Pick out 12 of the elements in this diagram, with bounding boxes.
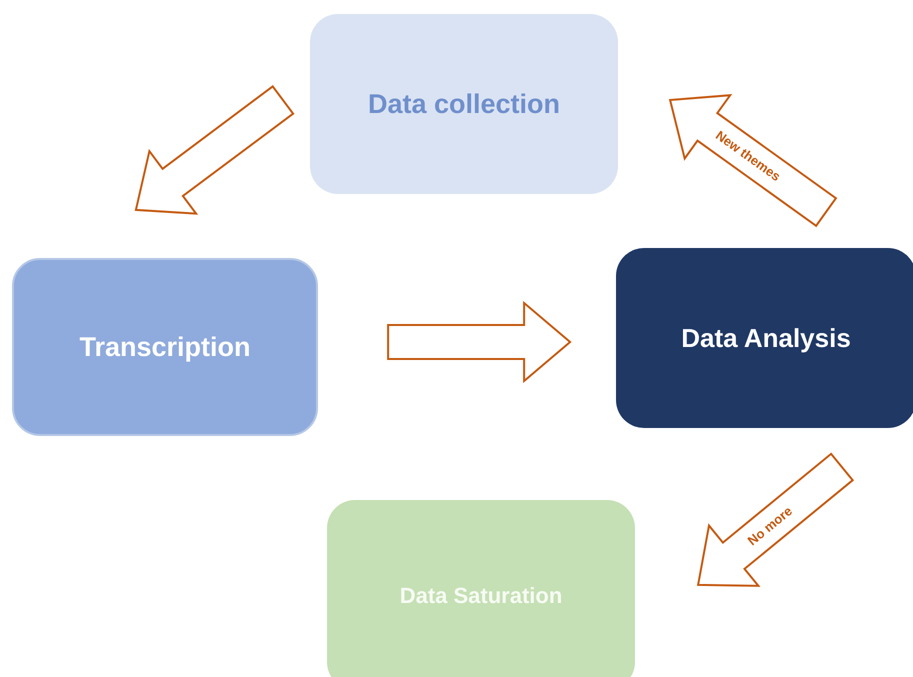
block-arrow (668, 94, 838, 228)
block-arrow (134, 85, 294, 215)
box-label: Data collection (368, 88, 560, 121)
process-box (616, 248, 913, 428)
process-box (310, 14, 618, 194)
block-arrow (387, 300, 572, 384)
box-label: Transcription (79, 330, 251, 364)
process-box (12, 258, 318, 436)
block-arrow (696, 452, 854, 587)
box-label: Data Saturation (400, 582, 562, 610)
box-label: Data Analysis (681, 322, 851, 354)
process-box (327, 500, 635, 677)
